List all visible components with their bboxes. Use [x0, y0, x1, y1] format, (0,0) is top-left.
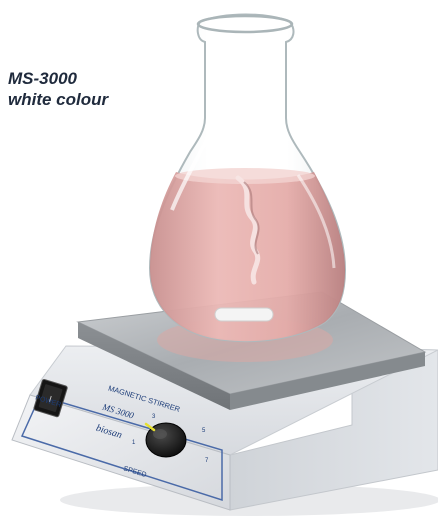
flask-rim — [196, 14, 294, 34]
vortex — [235, 175, 261, 285]
dial-mark: 3 — [152, 414, 156, 420]
svg-text:I: I — [48, 394, 53, 404]
top-plate-edge-front — [78, 322, 230, 410]
liquid-surface — [175, 168, 315, 184]
product-caption: MS-3000 white colour — [8, 68, 108, 110]
glass-highlight-left — [170, 50, 216, 211]
top-plate-edge-right — [230, 352, 425, 410]
glass-highlight-right — [296, 174, 336, 269]
dial-mark: 1 — [132, 440, 136, 446]
stir-bar — [214, 307, 274, 322]
dial-mark: 5 — [202, 428, 206, 434]
power-switch[interactable]: I — [33, 378, 68, 418]
caption-model: MS-3000 — [8, 69, 77, 88]
caption-colour: white colour — [8, 90, 109, 109]
speed-knob[interactable] — [144, 422, 187, 458]
speed-dial-scale: 1 3 5 7 — [132, 414, 209, 464]
vortex-shadow — [243, 181, 260, 255]
liquid — [150, 172, 345, 342]
dial-mark: 7 — [205, 458, 209, 464]
